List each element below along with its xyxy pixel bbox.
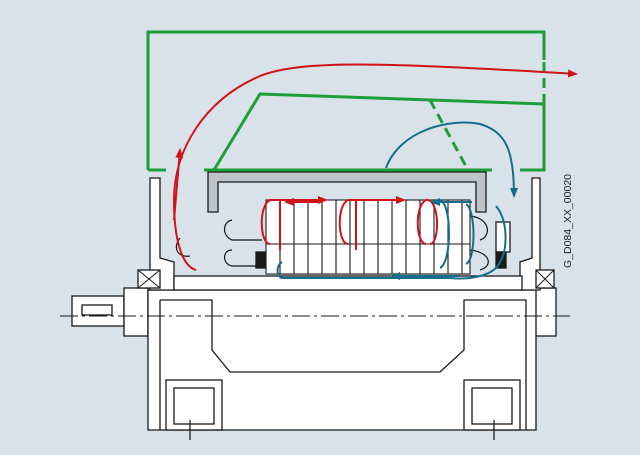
foot-left-inner (173, 387, 215, 425)
hot-air-path-main (172, 63, 578, 271)
right-terminal (495, 221, 511, 253)
cool-air-down-right (276, 205, 507, 280)
stator-housing (207, 171, 487, 213)
motor-frame (71, 287, 557, 440)
rotor-shaft (173, 275, 523, 291)
stator-core (265, 199, 471, 275)
hot-air-loop-2 (338, 196, 406, 245)
bearing-housing-right (533, 287, 557, 337)
cooler-outer (146, 30, 546, 170)
cooler-housing (146, 30, 546, 172)
winding-head-left (223, 219, 262, 267)
hot-air-loop-1 (260, 196, 328, 245)
hot-air-rise (173, 148, 184, 221)
cool-air-loop-right (439, 199, 475, 269)
figure-code: G_D084_XX_00020 (562, 174, 574, 268)
motor-internals (137, 171, 555, 291)
shaft-end-left (71, 295, 125, 327)
hot-air-loop-3 (416, 199, 439, 245)
hot-air-flow (172, 63, 578, 271)
bearing-housing-left (123, 287, 149, 337)
shaft-key (81, 304, 113, 316)
cool-air-path-top (385, 121, 518, 198)
motor-inner-outline (159, 299, 527, 430)
winding-head-right (469, 215, 489, 271)
cooler-inner-dashed (428, 99, 470, 171)
cool-air-flow (276, 121, 518, 280)
cooler-inner-duct (212, 92, 545, 171)
foot-right-inner (471, 387, 513, 425)
end-shield-left (149, 177, 175, 291)
